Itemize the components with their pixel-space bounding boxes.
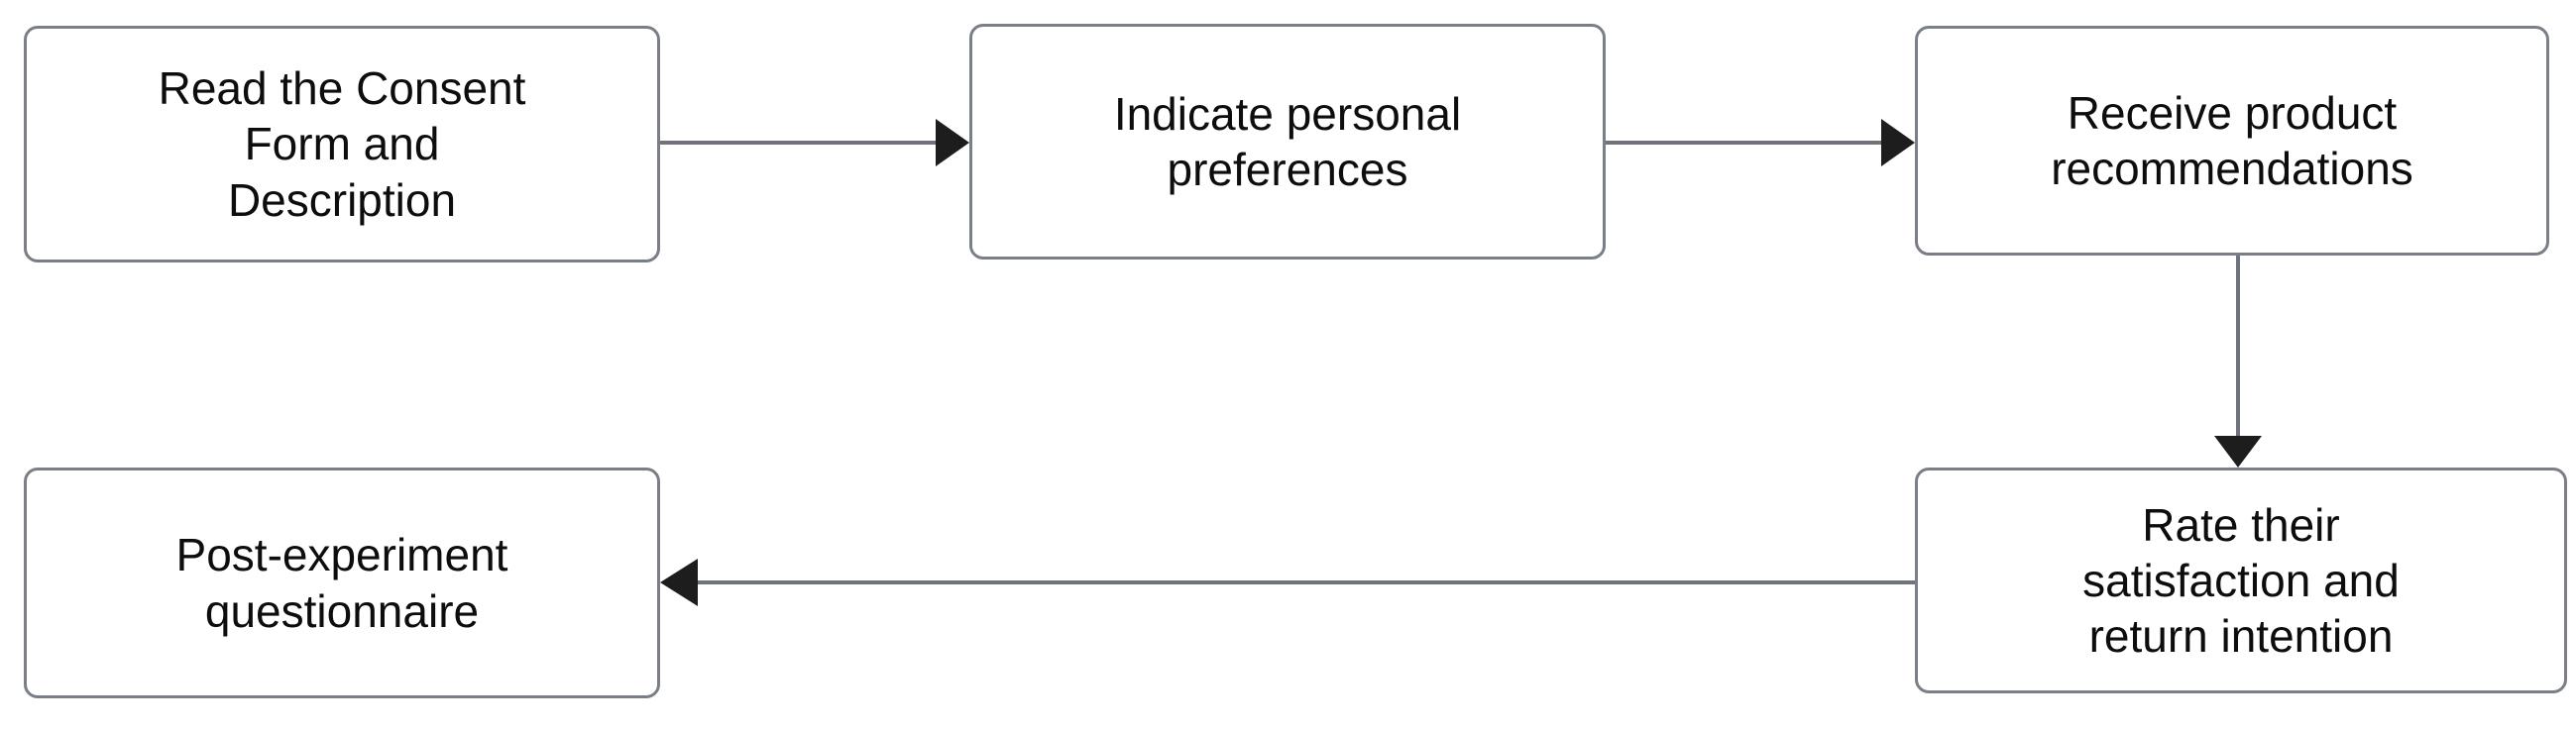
node-questionnaire[interactable]: Post-experiment questionnaire xyxy=(24,468,660,698)
node-questionnaire-label: Post-experiment questionnaire xyxy=(175,529,508,637)
node-recommendations[interactable]: Receive product recommendations xyxy=(1915,26,2549,256)
node-consent[interactable]: Read the Consent Form and Description xyxy=(24,26,660,262)
node-preferences[interactable]: Indicate personal preferences xyxy=(969,24,1606,260)
node-recommendations-label: Receive product recommendations xyxy=(2051,86,2413,194)
edge-consent-to-preferences xyxy=(660,119,969,166)
node-rating[interactable]: Rate their satisfaction and return inten… xyxy=(1915,468,2567,693)
node-rating-label: Rate their satisfaction and return inten… xyxy=(2082,498,2400,663)
node-consent-label: Read the Consent Form and Description xyxy=(158,62,526,226)
edge-recommendations-to-rating xyxy=(2214,256,2262,468)
edge-rating-to-questionnaire xyxy=(660,559,1915,606)
node-preferences-label: Indicate personal preferences xyxy=(1113,87,1462,195)
edge-preferences-to-recommendations xyxy=(1606,119,1915,166)
